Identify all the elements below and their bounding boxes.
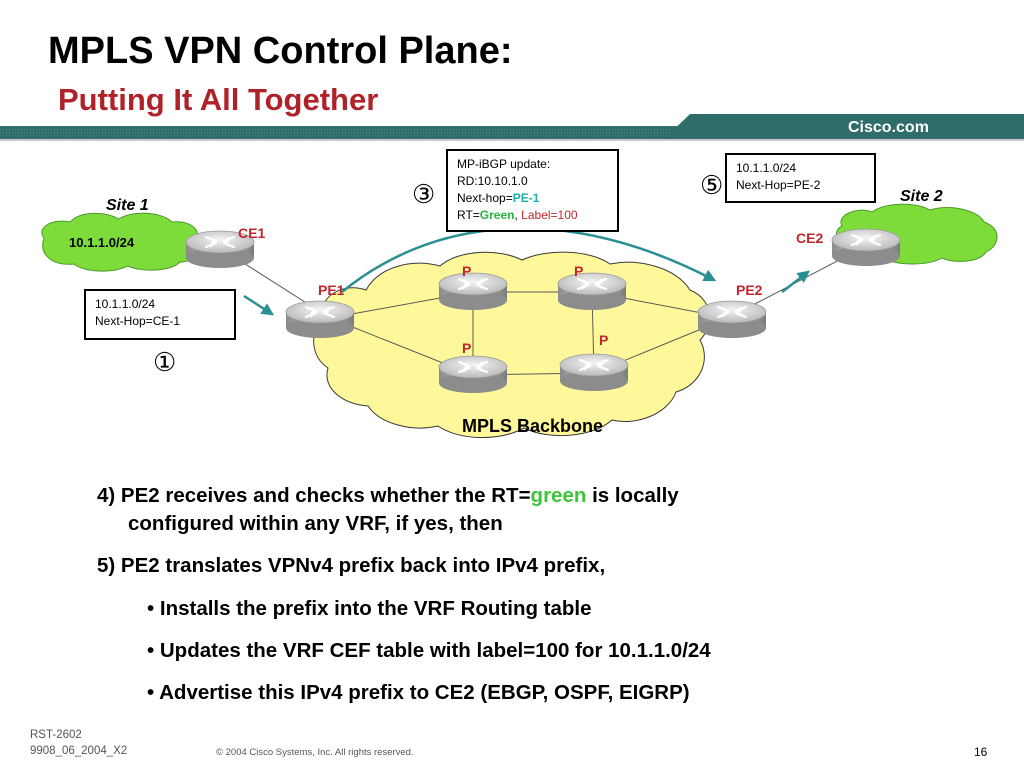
pe1-label: PE1: [318, 282, 345, 298]
update-title: MP-iBGP update:: [457, 157, 551, 171]
slide-title: MPLS VPN Control Plane:: [48, 30, 513, 72]
footer-copyright: © 2004 Cisco Systems, Inc. All rights re…: [216, 747, 414, 758]
mpls-backbone-cloud: [313, 251, 710, 438]
p-label: P: [599, 332, 608, 348]
bullet-item-4-cont: configured within any VRF, if yes, then: [128, 512, 503, 535]
nexthop-value: PE-1: [512, 191, 540, 205]
mp-ibgp-update-box: MP-iBGP update: RD:10.10.1.0 Next-hop=PE…: [446, 149, 619, 232]
rt-prefix: RT=: [457, 208, 480, 222]
route-nexthop: Next-Hop=CE-1: [95, 314, 181, 328]
bullet-item-4: 4) PE2 receives and checks whether the R…: [97, 484, 679, 508]
bullet-text: is locally: [586, 484, 679, 507]
router-p2: [556, 271, 628, 312]
update-rd: RD:10.10.1.0: [457, 174, 528, 188]
router-pe2: [696, 299, 768, 340]
sub-bullet-1: • Installs the prefix into the VRF Routi…: [147, 597, 592, 620]
router-p3: [437, 354, 509, 395]
sub-bullet-3: • Advertise this IPv4 prefix to CE2 (EBG…: [147, 681, 690, 704]
update-nexthop: Next-hop=PE-1: [457, 190, 608, 207]
router-p1: [437, 271, 509, 312]
doc-code: 9908_06_2004_X2: [30, 745, 128, 757]
step5-marker: ⑤: [700, 170, 723, 200]
ce1-route-box: 10.1.1.0/24 Next-Hop=CE-1: [84, 289, 236, 340]
ce1-label: CE1: [238, 225, 265, 241]
footer-course-code: RST-2602 9908_06_2004_X2: [30, 727, 127, 759]
site1-label: Site 1: [106, 197, 149, 214]
cisco-logo-text: Cisco.com: [848, 119, 929, 136]
ce1-to-pe1-arrow: [243, 294, 275, 316]
site1-prefix: 10.1.1.0/24: [69, 235, 135, 250]
update-rt: RT=Green, Label=100: [457, 207, 608, 224]
slide-subtitle: Putting It All Together: [58, 82, 379, 117]
header-bar: [0, 114, 1024, 141]
router-pe1: [284, 299, 356, 340]
step3-marker: ③: [412, 179, 435, 209]
route-nexthop: Next-Hop=PE-2: [736, 178, 821, 192]
p-label: P: [462, 263, 471, 279]
backbone-label: MPLS Backbone: [462, 416, 603, 436]
page-number: 16: [974, 745, 988, 759]
p-label: P: [574, 263, 583, 279]
pe2-to-ce2-arrow: [781, 270, 810, 293]
router-ce2: [830, 227, 902, 268]
route-prefix: 10.1.1.0/24: [95, 297, 156, 311]
nexthop-prefix: Next-hop=: [457, 191, 513, 205]
label-value: Label=100: [521, 208, 578, 222]
rt-value: Green: [479, 208, 515, 222]
route-prefix: 10.1.1.0/24: [736, 161, 797, 175]
course-id: RST-2602: [30, 729, 82, 741]
pe2-route-box: 10.1.1.0/24 Next-Hop=PE-2: [725, 153, 876, 203]
sub-bullet-2: • Updates the VRF CEF table with label=1…: [147, 639, 711, 662]
pe2-label: PE2: [736, 282, 763, 298]
ce2-label: CE2: [796, 230, 823, 246]
site2-label: Site 2: [900, 188, 943, 205]
router-p4: [558, 352, 630, 393]
bullet-highlight-green: green: [530, 484, 587, 507]
rt-separator: ,: [514, 208, 518, 222]
bullet-text: 4) PE2 receives and checks whether the R…: [97, 484, 531, 507]
bullet-item-5: 5) PE2 translates VPNv4 prefix back into…: [97, 554, 606, 577]
p-label: P: [462, 340, 471, 356]
step1-marker: ①: [153, 347, 176, 377]
